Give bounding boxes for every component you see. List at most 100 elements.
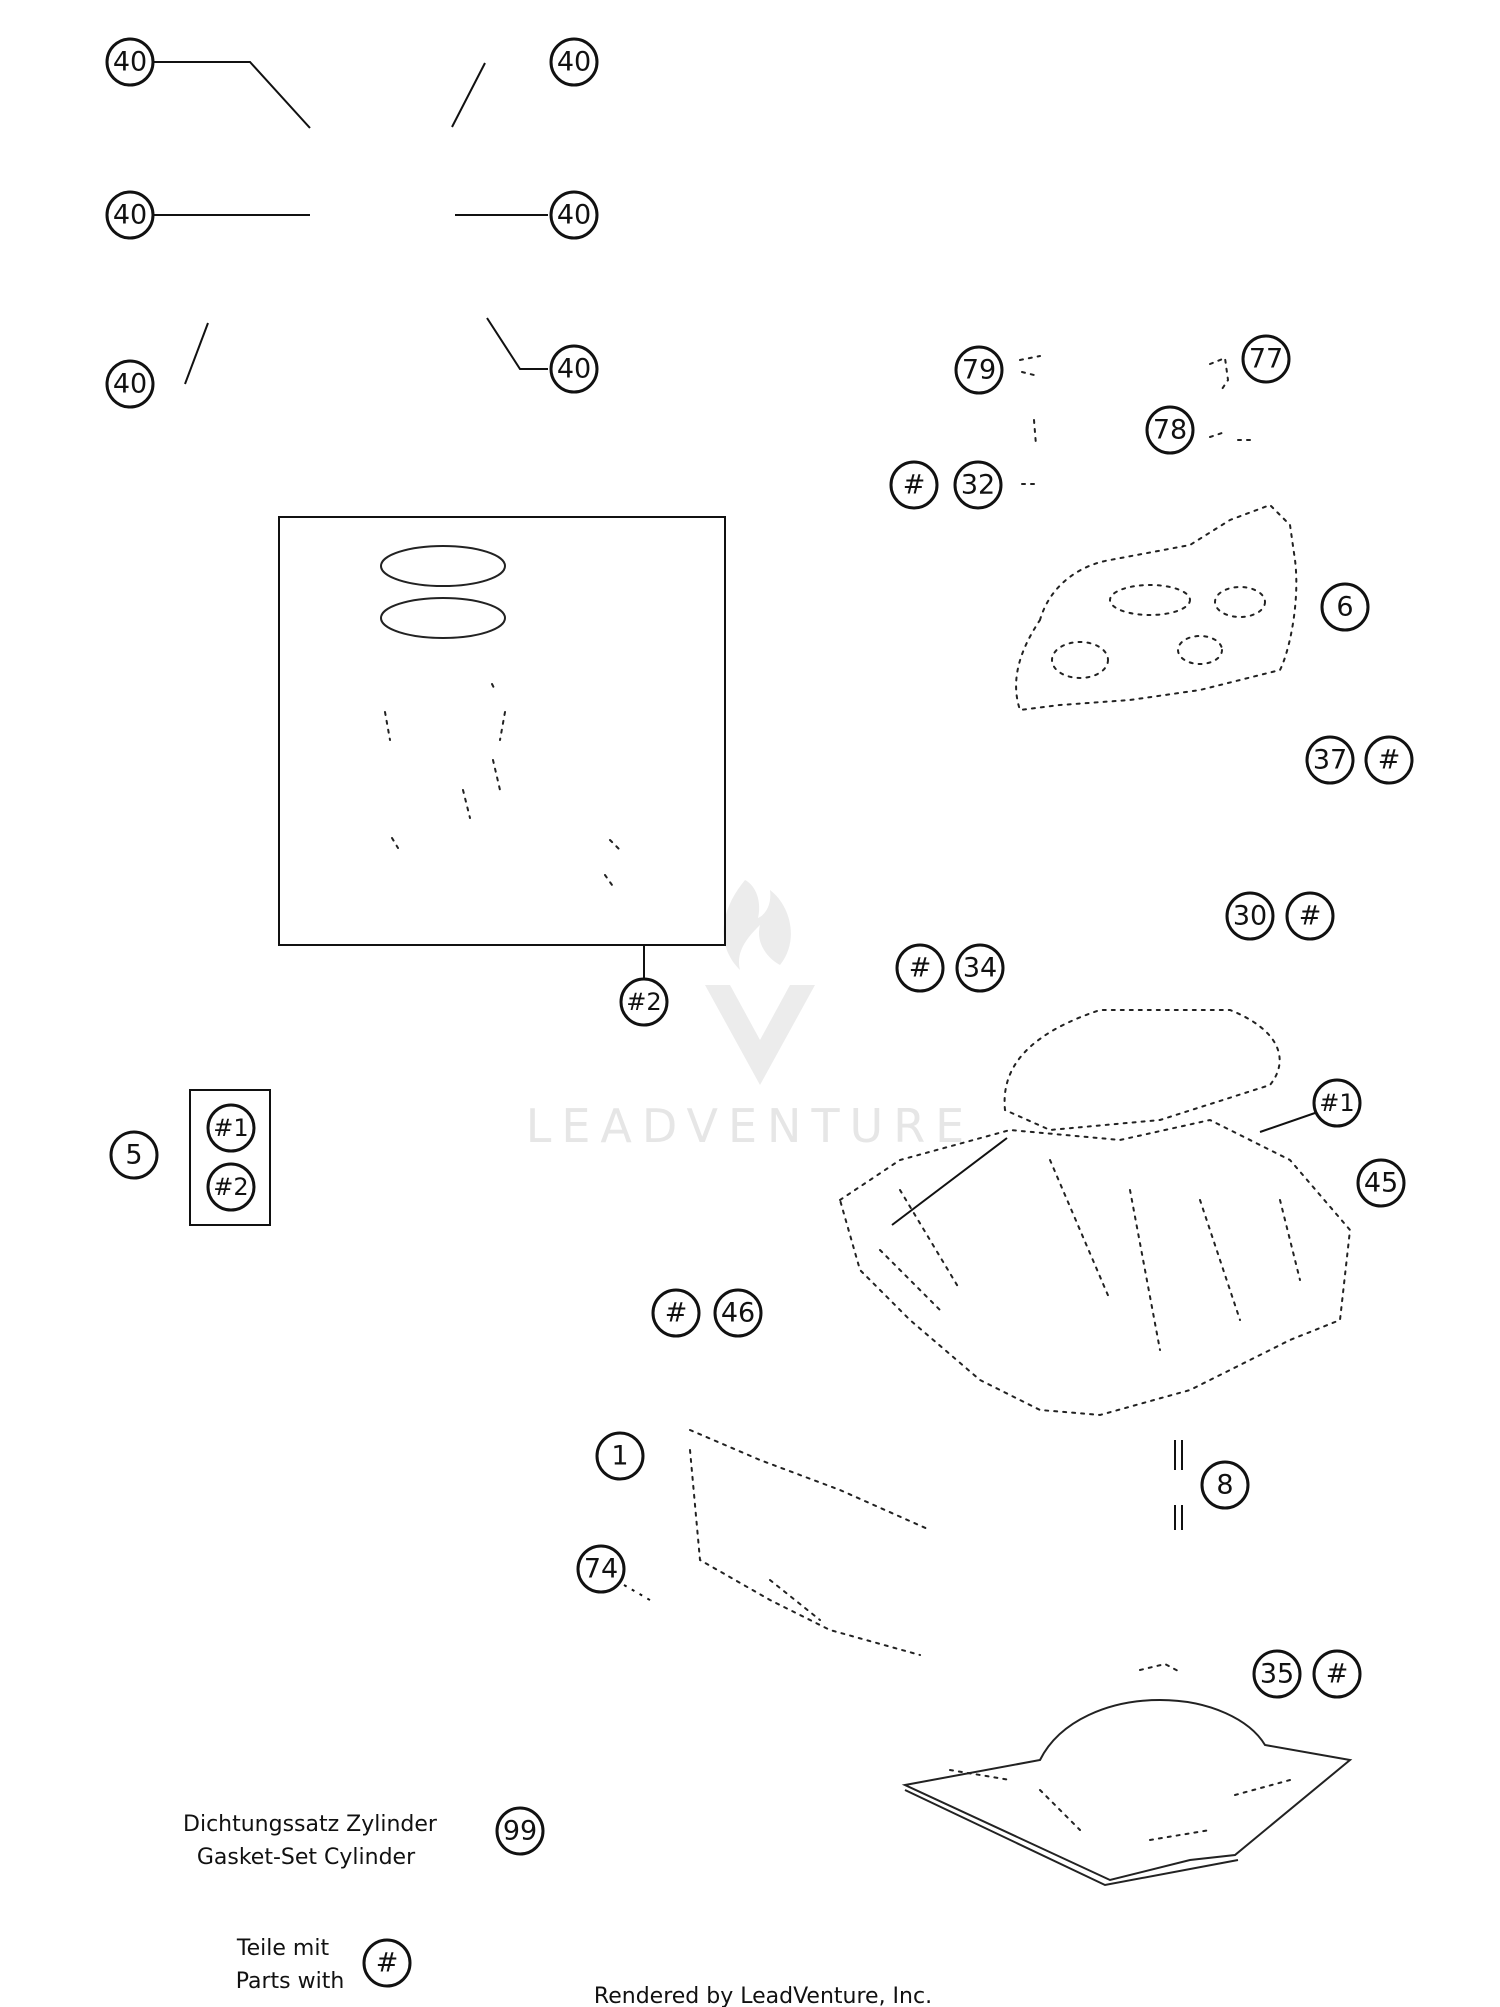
piston-sketch: [384, 683, 621, 886]
callout-label: 40: [557, 200, 591, 231]
kit-item-1[interactable]: #1: [206, 1103, 256, 1153]
cylinder-top-flange: [1003, 1009, 1281, 1132]
callout-5[interactable]: 5: [109, 1130, 159, 1180]
callout-hash-30[interactable]: #: [1285, 891, 1335, 941]
leader-line: [891, 1137, 1008, 1226]
piston-ring-top: [380, 545, 506, 587]
callout-label: #: [1299, 901, 1322, 932]
callout-label: #: [665, 1298, 688, 1329]
callout-label: #1: [1319, 1089, 1354, 1117]
piston-assembly-box: #2: [278, 516, 726, 1027]
callout-40-b[interactable]: 40: [549, 37, 599, 87]
callout-label: #1: [213, 1114, 248, 1142]
base-gasket-top-mark: [1139, 1662, 1181, 1673]
callout-74[interactable]: 74: [576, 1544, 626, 1594]
callout-hash-37[interactable]: #: [1364, 735, 1414, 785]
callout-32[interactable]: 32: [953, 460, 1003, 510]
callout-label: 37: [1313, 745, 1347, 776]
callout-label: 40: [557, 47, 591, 78]
callout-hash-32[interactable]: #: [889, 460, 939, 510]
callout-label: 40: [113, 200, 147, 231]
callout-label: 45: [1364, 1168, 1398, 1199]
callout-46[interactable]: 46: [713, 1288, 763, 1338]
callout-label: 5: [125, 1140, 142, 1171]
cylinder-skirt-sketch: [689, 1429, 931, 1656]
callout-label: #: [903, 470, 926, 501]
callout-37[interactable]: 37: [1305, 735, 1355, 785]
callout-40-d[interactable]: 40: [549, 190, 599, 240]
leader-line: [150, 61, 311, 129]
cylinder-head-outline: [1015, 503, 1298, 712]
callout-34[interactable]: 34: [955, 943, 1005, 993]
callout-30[interactable]: 30: [1225, 891, 1275, 941]
callout-hash-34[interactable]: #: [895, 943, 945, 993]
leader-line: [184, 322, 209, 385]
callout-99[interactable]: 99: [495, 1806, 545, 1856]
callout-label: 74: [584, 1554, 618, 1585]
base-gasket-edge: [904, 1789, 1239, 1887]
base-gasket-holes: [949, 1769, 1291, 1841]
leader-line: [451, 62, 486, 128]
cylinder-head-group: 79 77 78 # 32 6 37 #: [889, 334, 1414, 785]
legend: Dichtungssatz Zylinder Gasket-Set Cylind…: [183, 1806, 545, 1994]
v-logo-icon: [705, 985, 815, 1085]
callout-label: #2: [626, 988, 661, 1016]
legend-parts-de: Teile mit: [236, 1936, 330, 1961]
flame-icon: [723, 880, 791, 970]
base-gasket-outline: [901, 1698, 1353, 1882]
callout-1[interactable]: 1: [595, 1431, 645, 1481]
callout-label: 40: [113, 47, 147, 78]
callout-label: #: [1326, 1659, 1349, 1690]
callout-40-f[interactable]: 40: [549, 344, 599, 394]
legend-line-en: Gasket-Set Cylinder: [197, 1845, 416, 1870]
leader-line: [486, 317, 548, 370]
callout-label: #2: [213, 1173, 248, 1201]
callout-hash-1-cylinder[interactable]: #1: [1312, 1078, 1362, 1128]
piston-ring-callouts: 40 40 40 40 40 40: [105, 37, 599, 409]
watermark-label: LEADVENTURE: [526, 1099, 975, 1153]
leadventure-watermark: LEADVENTURE: [526, 880, 975, 1153]
small-fasteners-sketch: [1019, 355, 1251, 485]
callout-40-c[interactable]: 40: [105, 190, 155, 240]
callout-6[interactable]: 6: [1320, 582, 1370, 632]
cylinder-group: 30 # # 34 #1 45 # 46 1 8 74: [576, 891, 1406, 1656]
leader-line: [1259, 1112, 1316, 1133]
callout-8[interactable]: 8: [1200, 1460, 1250, 1510]
footer-credit: Rendered by LeadVenture, Inc.: [594, 1984, 932, 2007]
callout-79[interactable]: 79: [954, 345, 1004, 395]
legend-parts-en: Parts with: [236, 1969, 345, 1994]
callout-label: #: [376, 1948, 399, 1979]
kit-box: [189, 1089, 271, 1226]
callout-label: 99: [503, 1816, 537, 1847]
callout-label: 78: [1153, 415, 1187, 446]
callout-hash-46[interactable]: #: [651, 1288, 701, 1338]
callout-label: 32: [961, 470, 995, 501]
cylinder-fins: [879, 1159, 1301, 1351]
callout-40-a[interactable]: 40: [105, 37, 155, 87]
callout-label: 40: [557, 354, 591, 385]
leader-line: [623, 1584, 656, 1604]
callout-label: 77: [1249, 344, 1283, 375]
piston-box-frame: [278, 516, 726, 946]
callout-hash-35[interactable]: #: [1312, 1649, 1362, 1699]
callout-label: 1: [611, 1441, 628, 1472]
callout-label: 35: [1260, 1659, 1294, 1690]
callout-35[interactable]: 35: [1252, 1649, 1302, 1699]
legend-hash-symbol: #: [362, 1938, 412, 1988]
callout-40-e[interactable]: 40: [105, 359, 155, 409]
callout-45[interactable]: 45: [1356, 1158, 1406, 1208]
callout-78[interactable]: 78: [1145, 405, 1195, 455]
kit-group: 5 #1 #2: [109, 1089, 271, 1226]
kit-item-2[interactable]: #2: [206, 1162, 256, 1212]
callout-label: #: [909, 953, 932, 984]
callout-label: 6: [1336, 592, 1353, 623]
callout-hash-2-piston[interactable]: #2: [619, 977, 669, 1027]
head-port: [1177, 635, 1223, 665]
cylinder-body-outline: [838, 1118, 1352, 1417]
callout-label: 34: [963, 953, 997, 984]
callout-77[interactable]: 77: [1241, 334, 1291, 384]
callout-label: #: [1378, 745, 1401, 776]
head-port: [1109, 584, 1191, 616]
callout-label: 79: [962, 355, 996, 386]
